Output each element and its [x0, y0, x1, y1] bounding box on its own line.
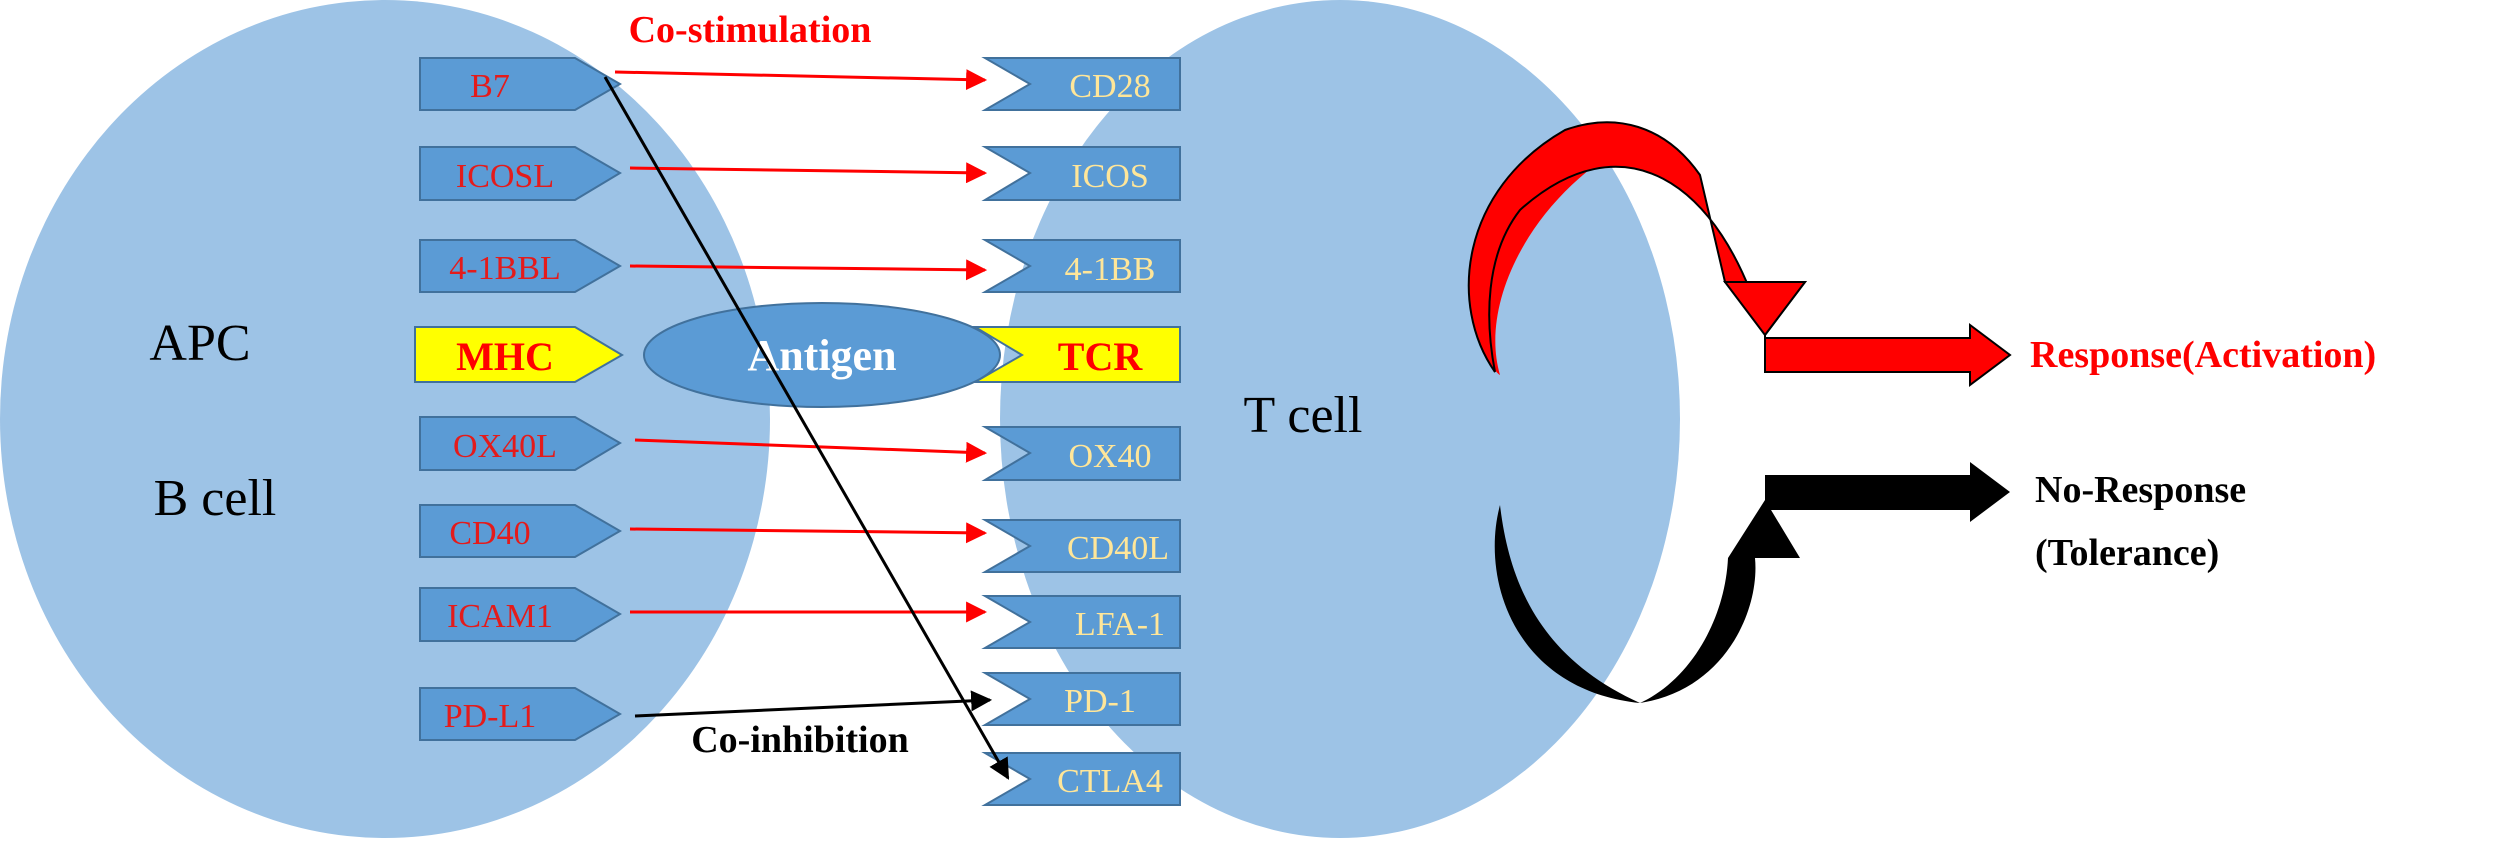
receptor-lfa1: LFA-1 — [981, 595, 1181, 649]
coinhibition-arrows — [603, 76, 1010, 780]
ligand-label: ICAM1 — [447, 598, 553, 635]
arrow-ox40l-ox40 — [634, 438, 988, 463]
receptor-icos: ICOS — [981, 146, 1181, 201]
activation-label: Response(Activation) — [2030, 334, 2376, 376]
antigen: Antigen — [643, 302, 1001, 408]
ligand-label: MHC — [456, 334, 554, 379]
receptor-cd40l: CD40L — [981, 519, 1181, 573]
ligand-label: B7 — [470, 68, 510, 105]
receptor-cd28: CD28 — [981, 57, 1181, 111]
receptor-label: PD-1 — [1064, 683, 1136, 720]
ligand-mhc: MHC — [414, 326, 624, 383]
t-cell-label: T cell — [1244, 387, 1363, 444]
receptor-label: CD28 — [1069, 68, 1150, 105]
apc-cell — [0, 0, 770, 838]
ligand-cd40: CD40 — [419, 504, 622, 558]
arrow-cd40-cd40l — [629, 522, 988, 544]
receptor-41bb: 4-1BB — [981, 239, 1181, 293]
antigen-label: Antigen — [747, 331, 896, 380]
receptor-label: ICOS — [1071, 158, 1148, 195]
ligand-41bbl: 4-1BBL — [419, 239, 622, 293]
coinhibition-label: Co-inhibition — [691, 719, 909, 761]
tolerance-curved-arrow — [1494, 462, 2010, 703]
receptor-tcr: TCR — [971, 326, 1181, 383]
ligand-label: CD40 — [449, 515, 530, 552]
ligand-b7: B7 — [419, 57, 622, 111]
ligand-label: ICOSL — [456, 158, 554, 195]
arrow-icosl-icos — [629, 162, 988, 184]
costimulation-arrows — [614, 69, 988, 623]
ligand-icam1: ICAM1 — [419, 587, 622, 642]
receptor-label: CTLA4 — [1057, 763, 1163, 800]
ligand-ox40l: OX40L — [419, 416, 622, 471]
receptor-label: CD40L — [1067, 530, 1169, 567]
arrow-pdl1-pd1 — [634, 690, 993, 718]
ligand-label: PD-L1 — [444, 698, 537, 735]
costimulation-label: Co-stimulation — [629, 9, 872, 51]
receptor-pd1: PD-1 — [981, 672, 1181, 726]
arrow-b7-cd28 — [614, 69, 988, 91]
arrow-b7-ctla4 — [603, 76, 1010, 780]
receptor-label: 4-1BB — [1065, 251, 1156, 288]
receptor-ctla4: CTLA4 — [981, 752, 1181, 806]
receptor-label: LFA-1 — [1075, 606, 1165, 643]
ligand-icosl: ICOSL — [419, 146, 622, 201]
arrow-41bbl-41bb — [629, 259, 988, 281]
activation-curved-arrow — [1467, 121, 2012, 387]
ligand-pdl1: PD-L1 — [419, 687, 622, 741]
receptor-label: TCR — [1058, 334, 1144, 379]
tolerance-label-line2: (Tolerance) — [2035, 532, 2219, 574]
receptor-label: OX40 — [1068, 438, 1151, 475]
tolerance-label-line1: No-Response — [2035, 469, 2246, 511]
receptor-ox40: OX40 — [981, 426, 1181, 481]
b-cell-label: B cell — [154, 470, 277, 527]
apc-label: APC — [149, 315, 250, 372]
ligand-label: OX40L — [453, 428, 557, 465]
ligand-label: 4-1BBL — [449, 250, 560, 287]
